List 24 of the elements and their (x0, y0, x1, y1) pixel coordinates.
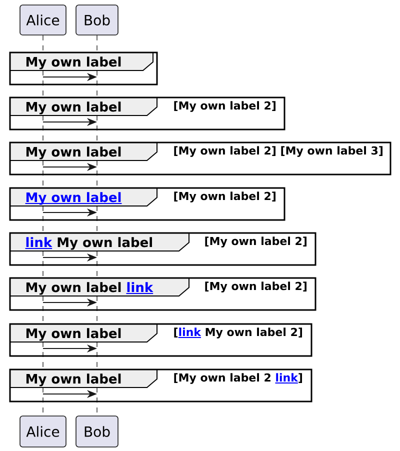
condition-label: [My own label 2 link] (174, 373, 302, 384)
group-label: My own label (26, 374, 121, 386)
link: link (24, 237, 53, 249)
participant-box: Bob (76, 4, 118, 36)
header-tab (10, 52, 154, 71)
participant-box: Alice (20, 4, 66, 36)
participant-box: Alice (20, 416, 66, 448)
group-label: My own label (26, 328, 121, 341)
link: My own label (24, 192, 122, 205)
condition-label: [My own label 2] (174, 192, 276, 202)
condition-label: [My own label 2] (205, 236, 306, 248)
condition-label: [link My own label 2] (174, 328, 302, 338)
link: link (178, 328, 202, 338)
condition-label: [My own label 2] (174, 101, 276, 112)
condition-label: [My own label 2] (205, 282, 306, 292)
participant-box: Bob (76, 416, 118, 448)
condition-label: [My own label 2] [My own label 3] (174, 146, 382, 157)
group-label: My own label link (26, 282, 154, 295)
link: link (274, 373, 298, 384)
group-label: My own label (26, 102, 121, 114)
group-label: My own label (26, 146, 121, 160)
link: link (126, 282, 154, 294)
group-label: My own label (26, 56, 121, 70)
group-label: link My own label (24, 237, 152, 250)
